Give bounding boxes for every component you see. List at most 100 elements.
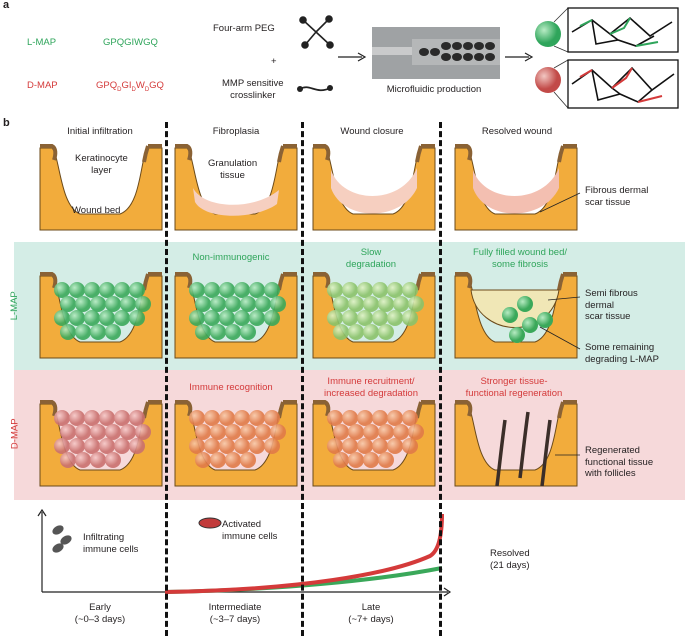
- keratinocyte-layer: [40, 400, 58, 417]
- dmap-particle: [129, 438, 145, 454]
- lmap-particle: [69, 282, 85, 298]
- stage-divider: [439, 122, 442, 636]
- lmap-particle: [90, 296, 106, 312]
- dmap-particle: [69, 410, 85, 426]
- lmap-sequence: GPQGIWGQ: [103, 37, 158, 48]
- dmap-particle: [75, 424, 91, 440]
- dmap-particle: [255, 424, 271, 440]
- stage-heading: Initial infiltration: [67, 126, 133, 137]
- dmap-particle: [327, 438, 343, 454]
- dmap-particle: [225, 452, 241, 468]
- granulation-tissue: [193, 188, 279, 216]
- lmap-particle: [210, 324, 226, 340]
- dmap-particle: [234, 410, 250, 426]
- lmap-particle: [333, 296, 349, 312]
- lmap-particle: [114, 310, 130, 326]
- dmap-particle: [90, 452, 106, 468]
- lmap-particle: [378, 296, 394, 312]
- dmap-particle: [60, 424, 76, 440]
- lmap-particle: [69, 310, 85, 326]
- lmap-particle: [54, 282, 70, 298]
- immune-cell-icon: [52, 543, 64, 553]
- lmap-particle: [129, 282, 145, 298]
- remaining-lmap-label: Some remaining degrading L-MAP: [585, 342, 659, 365]
- dmap-particle: [402, 438, 418, 454]
- dmap-particle: [195, 452, 211, 468]
- lmap-particle: [129, 310, 145, 326]
- lmap-particle: [240, 324, 256, 340]
- dmap-particle: [264, 438, 280, 454]
- timeline-up-arrow-icon: [37, 508, 47, 517]
- lmap-particle: [363, 296, 379, 312]
- lmap-particle: [84, 310, 100, 326]
- lmap-caption: Slow degradation: [345, 247, 397, 270]
- lmap-particle: [105, 296, 121, 312]
- dmap-particle: [357, 438, 373, 454]
- lmap-particle: [408, 296, 424, 312]
- lmap-particle: [387, 282, 403, 298]
- lmap-particle: [522, 317, 538, 333]
- dmap-particle: [189, 410, 205, 426]
- dmap-particle: [189, 438, 205, 454]
- keratinocyte-layer: [313, 272, 331, 289]
- dmap-particle: [342, 438, 358, 454]
- dmap-particle: [54, 438, 70, 454]
- lmap-caption: Non-immunogenic: [192, 252, 270, 263]
- semi-fibrous-label: Semi fibrous dermal scar tissue: [585, 288, 638, 322]
- lmap-particle: [54, 310, 70, 326]
- dmap-name: D-MAP: [27, 80, 58, 91]
- scar-tissue: [473, 168, 559, 214]
- keratinocyte-layer: [455, 272, 473, 289]
- dmap-particle: [402, 410, 418, 426]
- keratinocyte-layer: [175, 272, 193, 289]
- lmap-particle: [264, 282, 280, 298]
- dmap-particle: [84, 410, 100, 426]
- lmap-particle: [90, 324, 106, 340]
- dmap-particle: [240, 452, 256, 468]
- resolved-label: Resolved (21 days): [490, 548, 530, 571]
- dmap-caption: Stronger tissue- functional regeneration: [465, 376, 563, 399]
- dmap-particle: [69, 438, 85, 454]
- hair-follicle: [495, 419, 507, 487]
- pointer-line: [539, 326, 581, 350]
- dmap-particle: [249, 410, 265, 426]
- dmap-particle: [204, 438, 220, 454]
- dmap-particle: [219, 438, 235, 454]
- dmap-particle: [348, 424, 364, 440]
- lmap-particle: [99, 282, 115, 298]
- keratinocyte-layer: [40, 144, 58, 161]
- dmap-particle: [372, 410, 388, 426]
- dmap-particle: [225, 424, 241, 440]
- stage-heading: Wound closure: [340, 126, 404, 137]
- immune-cell-icon: [52, 525, 64, 535]
- lmap-particle: [348, 324, 364, 340]
- keratinocyte-layer: [313, 400, 331, 417]
- phase-label: Intermediate (~3–7 days): [208, 602, 262, 625]
- dmap-particle: [129, 410, 145, 426]
- dmap-particle: [54, 410, 70, 426]
- keratinocyte-layer: [175, 144, 193, 161]
- lmap-particle: [342, 310, 358, 326]
- dmap-particle: [327, 410, 343, 426]
- lmap-particle: [195, 296, 211, 312]
- dmap-particle: [210, 452, 226, 468]
- lmap-name: L-MAP: [27, 37, 57, 48]
- stage-divider: [165, 122, 168, 636]
- pointer-line: [547, 296, 581, 301]
- dmap-sequence: GPQDGIDWDGQ: [96, 80, 164, 93]
- lmap-particle: [255, 296, 271, 312]
- lmap-particle: [204, 282, 220, 298]
- dmap-particle: [195, 424, 211, 440]
- lmap-particle: [502, 307, 518, 323]
- hair-follicle: [518, 411, 530, 479]
- dmap-particle: [240, 424, 256, 440]
- lmap-particle: [114, 282, 130, 298]
- lmap-particle: [264, 310, 280, 326]
- dmap-particle: [75, 452, 91, 468]
- peg-label: Four-arm PEG: [213, 23, 275, 34]
- dmap-particle: [105, 452, 121, 468]
- dmap-particle: [363, 424, 379, 440]
- dmap-particle: [333, 424, 349, 440]
- immune-cell-icon: [60, 535, 72, 545]
